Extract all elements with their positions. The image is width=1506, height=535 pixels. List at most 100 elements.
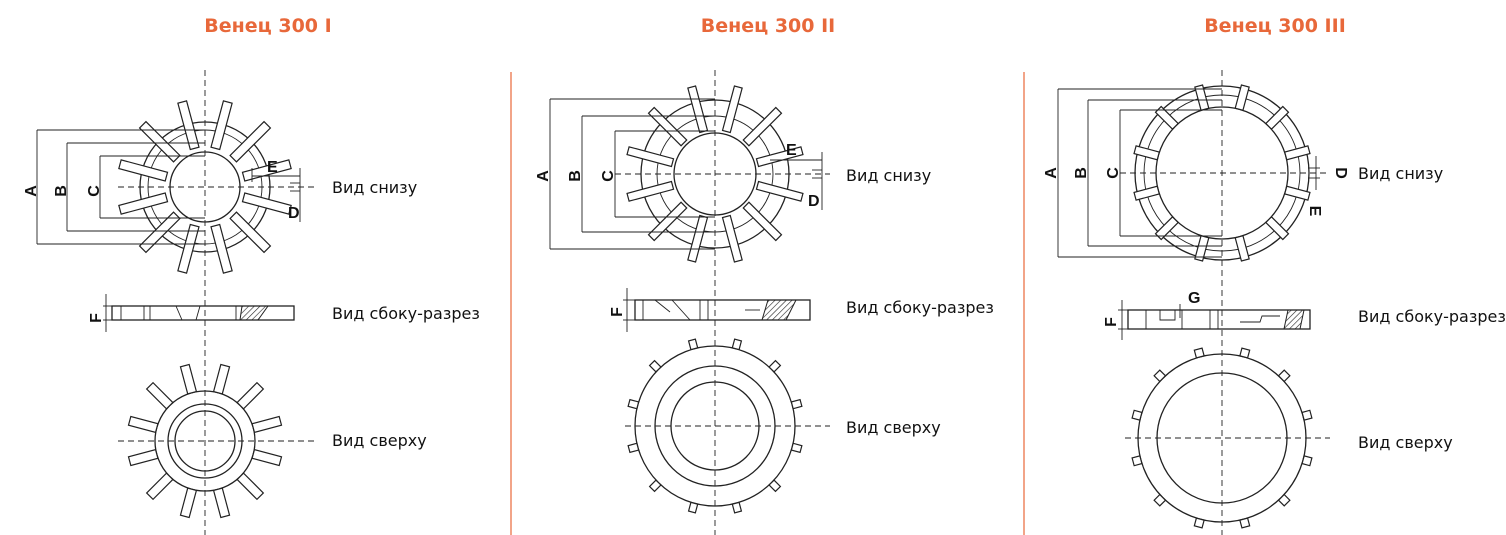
ring-spoke [687,214,709,263]
ring-spoke [212,487,231,519]
ring-spoke [742,201,783,242]
view-label-bottom-1: Вид снизу [332,178,417,197]
ring-spoke [118,192,169,215]
ring-spoke [241,192,292,215]
ring-spoke [721,214,743,263]
ring-spoke [127,448,159,467]
ring-spoke [647,201,688,242]
ring-spoke [127,415,159,434]
dim-label-e-2: E [786,142,797,159]
view-label-top-3: Вид сверху [1358,433,1453,452]
ring-notch [1234,84,1250,112]
top-view-3 [1125,347,1330,529]
dim-label-d-2: D [808,193,820,210]
ring-spoke [138,120,181,163]
dim-label-b-2: B [567,170,584,182]
ring-tab [1277,369,1291,383]
ring-spoke [236,381,265,410]
ring-spoke [179,487,198,519]
ring-notch [1154,105,1180,131]
ring-notch [1133,185,1161,201]
view-label-bottom-3: Вид снизу [1358,164,1443,183]
ring-tab [1193,347,1205,359]
dim-label-a-1: A [23,185,40,197]
column-1: A B C E D Вид снизу F Вид сбоку-разрез [23,70,480,535]
ring-spoke [145,381,174,410]
bottom-view-3 [1057,84,1330,262]
ring-spoke [177,100,200,151]
view-label-side-3: Вид сбоку-разрез [1358,307,1506,326]
view-label-top-2: Вид сверху [846,418,941,437]
dim-label-c-3: C [1105,167,1122,179]
ring-spoke [755,146,804,168]
dim-label-e-1: E [267,159,278,176]
ring-tab [1301,455,1313,467]
ring-tab [1153,493,1167,507]
title-venec-300-ii: Венец 300 II [701,15,836,37]
ring-tab [648,479,662,493]
ring-spoke [145,472,174,501]
ring-spoke [755,180,804,202]
view-label-bottom-2: Вид снизу [846,166,931,185]
bottom-view-2 [549,85,830,263]
view-label-side-1: Вид сбоку-разрез [332,304,480,323]
ring-tab [1239,347,1251,359]
ring-spoke [212,363,231,395]
ring-spoke [626,146,675,168]
ring-notch [1194,84,1210,112]
ring-notch [1283,185,1311,201]
ring-tab [1277,493,1291,507]
ring-spoke [626,180,675,202]
ring-spoke [138,211,181,254]
top-view-2 [625,338,830,514]
dim-label-e-3: E [1306,206,1323,217]
ring-tab [731,338,743,351]
ring-spoke [251,448,283,467]
ring-tab [627,398,640,410]
dim-label-b-1: B [53,185,70,197]
ring-spoke [647,106,688,147]
ring-tab [687,501,699,514]
side-view-3 [1118,300,1311,340]
view-label-top-1: Вид сверху [332,431,427,450]
ring-spoke [251,415,283,434]
ring-notch [1154,215,1180,241]
ring-tab [768,479,782,493]
dim-label-b-3: B [1073,167,1090,179]
ring-tab [768,359,782,373]
ring-notch [1133,145,1161,161]
column-3: A B C D E Вид снизу G F Вид сбоку-разрез [1043,70,1506,535]
ring-tab [1239,517,1251,529]
dim-label-a-2: A [535,170,552,182]
dim-label-f-1: F [88,313,105,323]
ring-tab [648,359,662,373]
ring-tab [627,442,640,454]
ring-spoke [742,106,783,147]
ring-spoke [210,100,233,151]
ring-spoke [236,472,265,501]
bottom-view-1 [36,100,318,274]
ring-tab [790,442,803,454]
ring-tab [790,398,803,410]
dim-label-c-2: C [600,170,617,182]
ring-tab [1193,517,1205,529]
ring-notch [1264,215,1290,241]
ring-notch [1283,145,1311,161]
top-view-1 [118,363,318,519]
ring-notch [1194,234,1210,262]
ring-spoke [229,120,272,163]
side-view-2 [623,288,811,332]
column-2: A B C E D Вид снизу F Вид сбоку-разрез [535,70,994,535]
ring-notch [1264,105,1290,131]
dim-label-d-3: D [1332,167,1349,179]
dim-label-g-3: G [1188,290,1200,307]
ring-spoke [721,85,743,134]
ring-tab [1153,369,1167,383]
ring-spoke [118,159,169,182]
ring-tab [1301,409,1313,421]
title-venec-300-iii: Венец 300 III [1204,15,1346,37]
side-view-1 [103,294,295,332]
ring-tab [1131,455,1143,467]
dim-label-f-2: F [609,307,626,317]
